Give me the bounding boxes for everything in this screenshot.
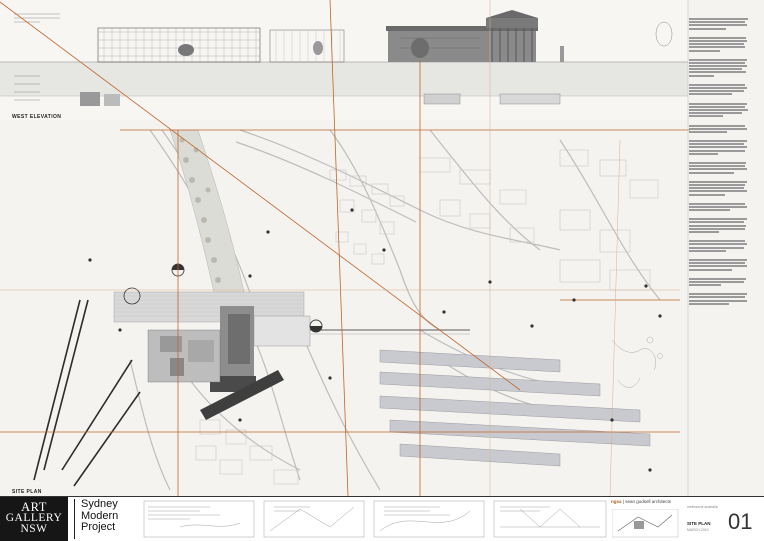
project-title-line-2: Modern — [81, 509, 119, 522]
plan-markers — [88, 208, 662, 472]
margin-sketches — [611, 336, 663, 388]
concept-sketch-strip — [143, 500, 607, 538]
wharf-piers — [379, 349, 651, 467]
site-thumbnail — [612, 509, 679, 538]
elevation-details — [14, 13, 561, 106]
sheet-date: MARCH 2010 — [687, 528, 709, 532]
new-building-elevation — [97, 27, 345, 63]
site-plan-label: SITE PLAN — [12, 489, 42, 495]
architect-credit: ngsa | sean godsell architects — [611, 499, 671, 504]
gallery-site-plan — [113, 287, 470, 420]
notes-column — [689, 18, 751, 498]
project-title-line-3: Project — [81, 521, 116, 533]
architect-name: | sean godsell architects — [622, 499, 671, 504]
west-elevation-label: WEST ELEVATION — [12, 114, 62, 120]
sheet-title: SITE PLAN — [687, 521, 711, 526]
logo-line-3: NSW — [20, 523, 48, 535]
project-title: Sydney Modern Project — [74, 498, 138, 539]
city-blocks — [195, 149, 659, 485]
architect-location: melbourne australia — [687, 505, 718, 509]
architect-prefix: ngsa — [611, 499, 622, 504]
title-block: ART GALLERY NSW Sydney Modern Project — [0, 496, 764, 541]
spire-elements — [33, 299, 141, 487]
reference-lines — [0, 0, 690, 497]
logo-line-1: ART — [21, 500, 47, 514]
elevation-foreground-band — [0, 62, 688, 96]
logo-line-2: GALLERY — [5, 512, 63, 524]
sheet-number: 01 — [728, 509, 753, 534]
project-title-line-1: Sydney — [81, 498, 118, 510]
art-gallery-nsw-logo: ART GALLERY NSW — [0, 497, 68, 541]
existing-gallery-elevation — [386, 10, 673, 62]
